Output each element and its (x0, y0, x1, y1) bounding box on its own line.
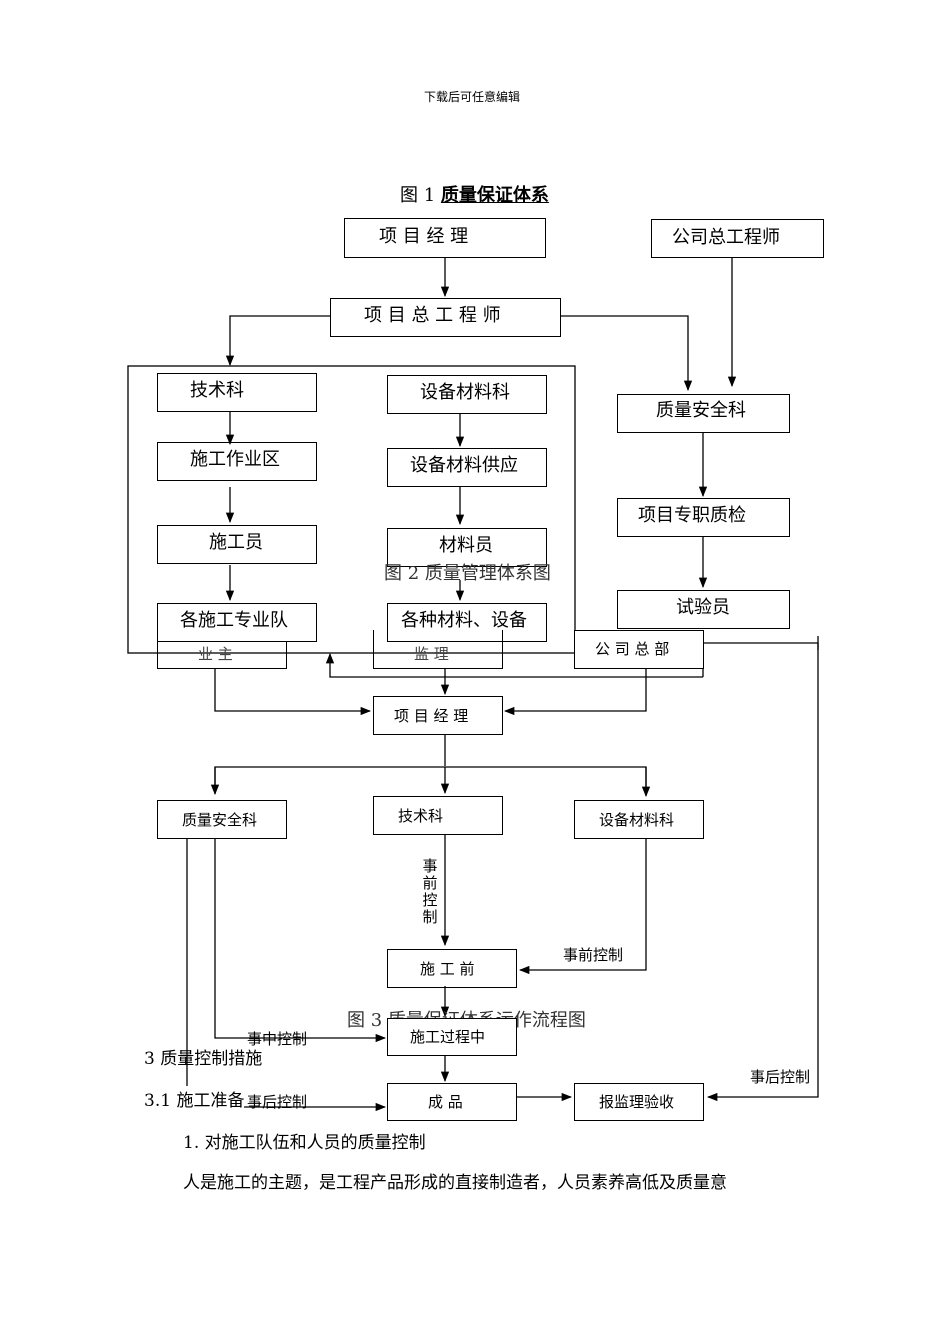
fig1-quality-dept-label: 质量安全科 (656, 400, 746, 421)
fig3-acceptance-box: 报监理验收 (574, 1083, 704, 1121)
fig3-product-label: 成 品 (428, 1093, 463, 1111)
fig1-project-manager-label: 项 目 经 理 (379, 226, 469, 247)
fig3-owner-label: 业 主 (198, 645, 233, 663)
fig3-during-construction-box: 施工过程中 (387, 1018, 517, 1056)
fig1-material-dept-label: 设备材料科 (420, 382, 510, 403)
fig1-tester-box: 试验员 (617, 590, 790, 629)
item-1-heading: 1. 对施工队伍和人员的质量控制 (183, 1133, 426, 1153)
fig1-quality-inspector-label: 项目专职质检 (638, 505, 746, 526)
fig1-material-clerk-label: 材料员 (439, 535, 493, 556)
line-quality-during (214, 838, 387, 1043)
section-3-heading: 3 质量控制措施 (144, 1049, 263, 1069)
fig3-pre-control-vertical: 事前控制 (422, 857, 438, 926)
fig1-quality-dept-box: 质量安全科 (617, 394, 790, 433)
fig1-work-zone-label: 施工作业区 (190, 449, 280, 470)
fig3-pre-control-label: 事前控制 (563, 946, 624, 964)
fig3-project-manager-label: 项 目 经 理 (394, 707, 469, 725)
fig1-project-manager-box: 项 目 经 理 (344, 218, 546, 258)
fig1-company-chief-label: 公司总工程师 (672, 227, 780, 248)
fig3-acceptance-label: 报监理验收 (599, 1093, 675, 1111)
fig3-supervisor-box: 监 理 (373, 630, 503, 669)
fig1-chief-engineer-label: 项 目 总 工 程 师 (364, 305, 501, 326)
fig3-supervisor-label: 监 理 (414, 645, 449, 663)
fig3-tech-dept-label: 技术科 (398, 807, 444, 825)
fig3-tech-dept-box: 技术科 (373, 796, 503, 835)
fig1-material-dept-box: 设备材料科 (387, 375, 547, 414)
fig1-tester-label: 试验员 (676, 597, 730, 618)
header-note: 下载后可任意编辑 (424, 90, 521, 104)
fig3-owner-box: 业 主 (157, 642, 287, 669)
fig3-during-construction-label: 施工过程中 (410, 1028, 486, 1046)
fig1-title-prefix: 图 1 (400, 185, 441, 206)
fig2-title: 图 2 质量管理体系图 (384, 563, 551, 584)
fig1-constructor-label: 施工员 (209, 532, 263, 553)
fig3-quality-dept-box: 质量安全科 (157, 800, 287, 839)
fig1-teams-box: 各施工专业队 (157, 603, 317, 642)
fig3-hq-label: 公 司 总 部 (595, 640, 670, 658)
line-feedback-up (325, 652, 445, 678)
paragraph-1: 人是施工的主题，是工程产品形成的直接制造者，人员素养高低及质量意 (183, 1173, 727, 1193)
section-3-1-heading: 3.1 施工准备 (144, 1086, 245, 1111)
fig3-project-manager-box: 项 目 经 理 (373, 696, 503, 735)
fig1-title: 图 1 质量保证体系 (400, 181, 549, 207)
fig1-quality-inspector-box: 项目专职质检 (617, 498, 790, 537)
fig3-post-control-right-label: 事后控制 (750, 1068, 811, 1086)
line-hq-pm (503, 668, 647, 716)
line-pm-branch (214, 766, 647, 788)
fig1-title-main: 质量保证体系 (440, 185, 549, 206)
fig3-material-dept-label: 设备材料科 (599, 811, 675, 829)
line-owner-pm (214, 668, 372, 716)
line-material-before (518, 838, 647, 975)
fig3-post-control-left-label: 事后控制 (247, 1093, 308, 1111)
fig1-material-supply-box: 设备材料供应 (387, 448, 547, 487)
fig1-tech-dept-label: 技术科 (190, 380, 244, 401)
fig3-in-control-label: 事中控制 (247, 1030, 308, 1048)
fig1-material-supply-label: 设备材料供应 (410, 455, 518, 476)
fig3-before-construction-label: 施 工 前 (420, 960, 475, 978)
fig1-materials-box: 各种材料、设备 (387, 603, 547, 642)
fig3-quality-dept-label: 质量安全科 (182, 811, 258, 829)
fig1-company-chief-box: 公司总工程师 (651, 219, 824, 258)
fig1-group-frame (127, 365, 576, 654)
fig3-hq-box: 公 司 总 部 (574, 630, 704, 669)
fig1-chief-engineer-box: 项 目 总 工 程 师 (330, 298, 561, 337)
fig1-constructor-box: 施工员 (157, 525, 317, 564)
line-chief-tech (225, 315, 330, 367)
fig3-product-box: 成 品 (387, 1083, 517, 1121)
fig1-material-clerk-box: 材料员 (387, 528, 547, 567)
fig1-materials-label: 各种材料、设备 (401, 610, 527, 631)
fig1-teams-label: 各施工专业队 (180, 610, 288, 631)
fig3-material-dept-box: 设备材料科 (574, 800, 704, 839)
line-chief-quality (560, 315, 693, 392)
fig1-work-zone-box: 施工作业区 (157, 442, 317, 481)
fig3-before-construction-box: 施 工 前 (387, 949, 517, 988)
fig1-tech-dept-box: 技术科 (157, 373, 317, 412)
line-hq-acceptance (703, 642, 819, 1102)
